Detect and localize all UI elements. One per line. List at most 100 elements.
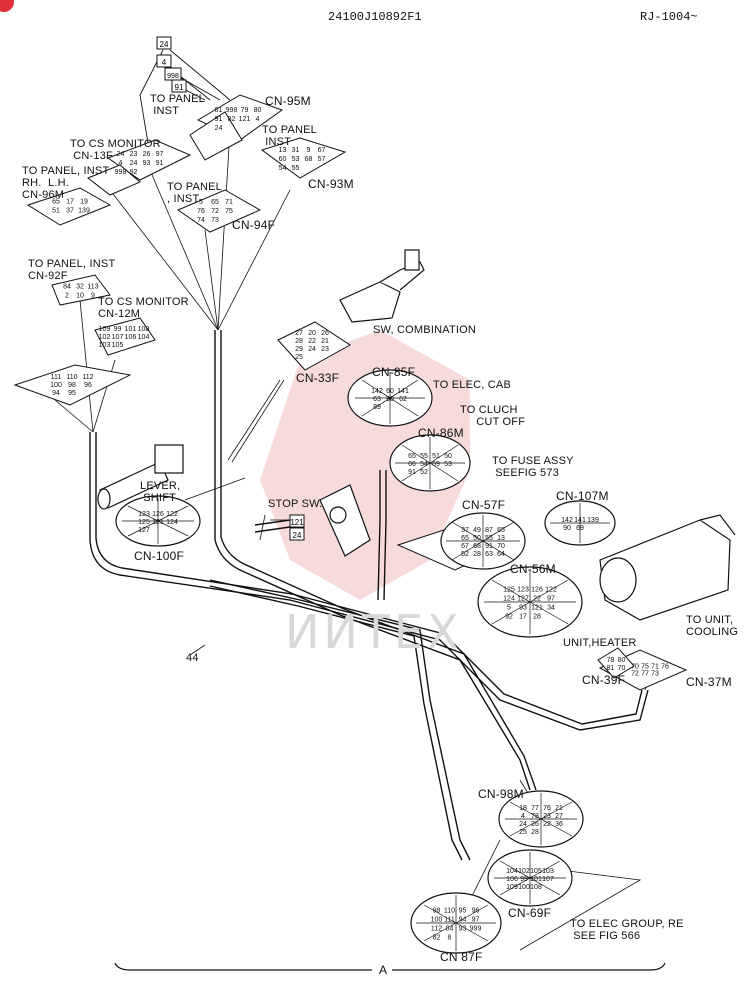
pin-cn56m-2: 126	[531, 587, 543, 594]
pin-cn37m-3: 76	[661, 664, 669, 671]
pin-cn98m-11: 36	[555, 821, 563, 828]
pin-cn12m-7: 104	[138, 334, 150, 341]
pin-cn98m-12: 25	[519, 829, 527, 836]
label-cn93m: CN-93M	[308, 177, 354, 191]
pin-cn57f-1: 49	[473, 527, 481, 534]
pin-cn69f-8: 109	[506, 884, 518, 891]
pin-cn33f-1: 20	[308, 330, 316, 337]
pin-cn87f-4: 100	[431, 917, 443, 924]
pin-cn95m-1: 998	[226, 107, 238, 114]
pin-cn86m-8: 91	[408, 469, 416, 476]
pin-cn86m-0: 65	[408, 453, 416, 460]
pin-cn_left_strip-1: 110	[66, 374, 77, 381]
label-cn56m: CN-56M	[510, 562, 556, 576]
pin-cn94f-1: 65	[211, 199, 219, 206]
pin-cn33f-5: 21	[321, 338, 329, 345]
pin-cn92f-1: 32	[76, 284, 84, 291]
pin-cn37m-1: 75	[641, 664, 649, 671]
label-cn94f: CN-94F	[232, 218, 276, 232]
footer-bracket	[114, 962, 666, 971]
pin-cn87f-7: 97	[472, 917, 480, 924]
pin-cn93m-3: 67	[318, 147, 326, 154]
pin-cn98m-13: 28	[531, 829, 539, 836]
pin-cn94f-4: 72	[211, 208, 219, 215]
pin-cn100f-3: 125	[138, 519, 150, 526]
pin-cn56m-10: 121	[531, 605, 543, 612]
pin-cn96m-2: 19	[80, 199, 88, 206]
pin-cn86m-7: 53	[444, 461, 452, 468]
label-cn86m: CN-86M	[418, 426, 464, 440]
pin-cn56m-3: 122	[545, 587, 557, 594]
pin-cn95m-2: 79	[241, 107, 249, 114]
pin-cn69f-1: 102	[518, 868, 530, 875]
wire-tag-91: 91	[175, 83, 184, 92]
pin-cn57f-10: 91	[485, 543, 493, 550]
pin-cn13f-6: 93	[143, 160, 151, 167]
pin-cn_left_strip-7: 95	[68, 390, 76, 397]
oval-grid-lines	[122, 372, 610, 951]
pin-cn93m-8: 54	[279, 165, 287, 172]
pin-cn95m-8: 24	[215, 125, 223, 132]
pin-cn12m-2: 101	[125, 326, 137, 333]
pin-cn69f-5: 99	[520, 876, 528, 883]
pin-cn85f-3: 63	[373, 396, 381, 403]
pin-cn33f-6: 29	[295, 346, 303, 353]
pin-cn94f-0: 5	[199, 199, 203, 206]
pin-cn57f-13: 28	[473, 551, 481, 558]
lead-lines	[54, 129, 656, 951]
pin-cn87f-10: 93	[459, 926, 467, 933]
label-cn39f: CN-39F	[582, 673, 626, 687]
pin-cn69f-10: 108	[530, 884, 542, 891]
pin-cn87f-12: 82	[433, 935, 441, 942]
pin-cn98m-10: 22	[543, 821, 551, 828]
label-cn100f: CN-100F	[134, 549, 185, 563]
pin-cn107m-4: 69	[576, 525, 584, 532]
wire-tag-998: 998	[167, 73, 179, 80]
pin-cn87f-0: 98	[433, 908, 441, 915]
pin-cn13f-2: 26	[143, 151, 151, 158]
pin-cn57f-14: 63	[485, 551, 493, 558]
pin-cn57f-7: 13	[497, 535, 505, 542]
pin-cn85f-1: 60	[386, 388, 394, 395]
pin-cn87f-5: 111	[444, 917, 455, 924]
pin-cn96m-4: 37	[66, 208, 74, 215]
pin-cn57f-4: 65	[461, 535, 469, 542]
pin-cn98m-7: 27	[555, 813, 563, 820]
pin-cn57f-9: 68	[473, 543, 481, 550]
pin-cn57f-8: 67	[461, 543, 469, 550]
pin-cn13f-5: 24	[130, 160, 138, 167]
label-to-cs-monitor-13f: TO CS MONITOR CN-13F	[70, 138, 161, 162]
label-cn37m: CN-37M	[686, 675, 732, 689]
pin-cn13f-8: 998	[115, 169, 127, 176]
label-cn87f: CN 87F	[440, 950, 483, 964]
label-cn33f: CN-33F	[296, 371, 340, 385]
pin-cn33f-2: 26	[321, 330, 329, 337]
pin-cn107m-2: 139	[587, 517, 599, 524]
label-to-fuse-assy: TO FUSE ASSY SEEFIG 573	[492, 455, 574, 479]
label-to-elec-cab: TO ELEC, CAB	[433, 379, 511, 391]
pin-cn12m-3: 108	[138, 326, 150, 333]
label-to-panel-inst-top: TO PANEL INST	[150, 93, 205, 117]
pin-cn33f-8: 23	[321, 346, 329, 353]
pin-cn12m-1: 99	[114, 326, 122, 333]
pin-cn13f-3: 97	[156, 151, 164, 158]
wire-tag-121: 121	[290, 518, 304, 527]
pin-cn93m-0: 13	[279, 147, 287, 154]
pin-cn98m-3: 21	[555, 805, 563, 812]
pin-cn94f-2: 71	[225, 199, 233, 206]
pin-cn37m-6: 73	[651, 671, 659, 678]
pin-cn33f-4: 22	[308, 338, 316, 345]
pin-cn57f-5: 50	[473, 535, 481, 542]
pin-cn13f-7: 91	[156, 160, 164, 167]
pin-cn_left_strip-0: 111	[51, 374, 62, 381]
pin-cn56m-6: 22	[533, 596, 541, 603]
pin-cn98m-2: 76	[543, 805, 551, 812]
label-cn57f: CN-57F	[462, 498, 506, 512]
pin-cn95m-3: 80	[254, 107, 262, 114]
pin-cn95m-5: 82	[228, 116, 236, 123]
view-label-a: A	[379, 963, 388, 977]
pin-cn100f-0: 123	[138, 511, 150, 518]
pin-cn_left_strip-6: 94	[52, 390, 60, 397]
